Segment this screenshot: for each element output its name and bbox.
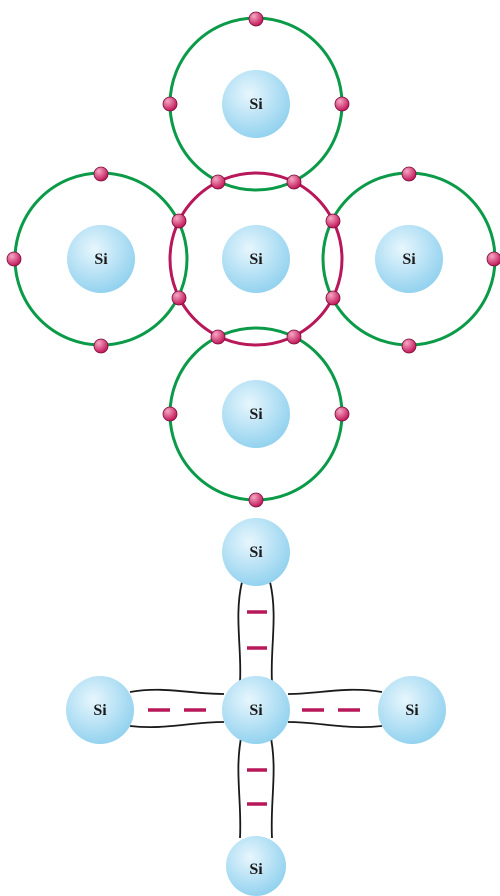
electron — [6, 251, 22, 267]
nucleus-bottom — [222, 380, 290, 448]
electron — [162, 406, 178, 422]
shared-electron — [171, 213, 187, 229]
electrons — [6, 11, 500, 508]
electron — [334, 96, 350, 112]
bond-line-right-bottom — [287, 721, 383, 729]
electron — [486, 251, 500, 267]
shell-model: Si Si Si Si Si — [6, 11, 500, 508]
shared-electron — [286, 174, 302, 190]
nucleus-left — [67, 225, 135, 293]
bond-nucleus-right — [378, 676, 446, 744]
bond-line-top-right — [269, 581, 275, 683]
bond-line-top-left — [237, 581, 243, 683]
bond-line-left-top — [129, 688, 225, 695]
electron — [248, 11, 264, 27]
shared-electron — [325, 213, 341, 229]
electron — [162, 96, 178, 112]
nucleus-center — [222, 225, 290, 293]
shared-electron — [325, 290, 341, 306]
shared-electron — [210, 174, 226, 190]
bond-labels: Si Si Si Si Si — [93, 544, 419, 878]
shell-labels: Si Si Si Si Si — [94, 96, 416, 423]
bond-line-left-bottom — [129, 721, 225, 729]
electron — [93, 338, 109, 354]
bond-label-top: Si — [249, 544, 263, 561]
electron — [401, 166, 417, 182]
shared-electron — [171, 290, 187, 306]
bond-nuclei — [66, 518, 446, 896]
label-right: Si — [402, 251, 416, 268]
bond-label-right: Si — [405, 702, 419, 719]
electron — [334, 406, 350, 422]
bond-dashes — [148, 610, 360, 806]
label-top: Si — [249, 96, 263, 113]
bond-line-bottom-left — [237, 732, 243, 839]
nucleus-top — [222, 70, 290, 138]
bond-label-center: Si — [249, 702, 263, 719]
shell-center — [168, 171, 344, 347]
bond-nucleus-bottom — [226, 836, 286, 896]
electron — [93, 166, 109, 182]
electron — [401, 338, 417, 354]
bond-line-bottom-right — [269, 732, 275, 839]
shared-electron — [286, 329, 302, 345]
bond-label-left: Si — [93, 702, 107, 719]
bond-line-right-top — [287, 688, 383, 695]
bond-nucleus-center — [222, 676, 290, 744]
bond-nucleus-top — [222, 518, 290, 586]
label-bottom: Si — [249, 406, 263, 423]
bond-lines — [129, 581, 383, 839]
shell-nuclei — [67, 70, 443, 448]
bond-nucleus-left — [66, 676, 134, 744]
nucleus-right — [375, 225, 443, 293]
electron — [248, 492, 264, 508]
bond-label-bottom: Si — [249, 861, 263, 878]
label-center: Si — [249, 251, 263, 268]
bond-model: Si Si Si Si Si — [66, 518, 446, 896]
shared-electron — [210, 329, 226, 345]
label-left: Si — [94, 251, 108, 268]
